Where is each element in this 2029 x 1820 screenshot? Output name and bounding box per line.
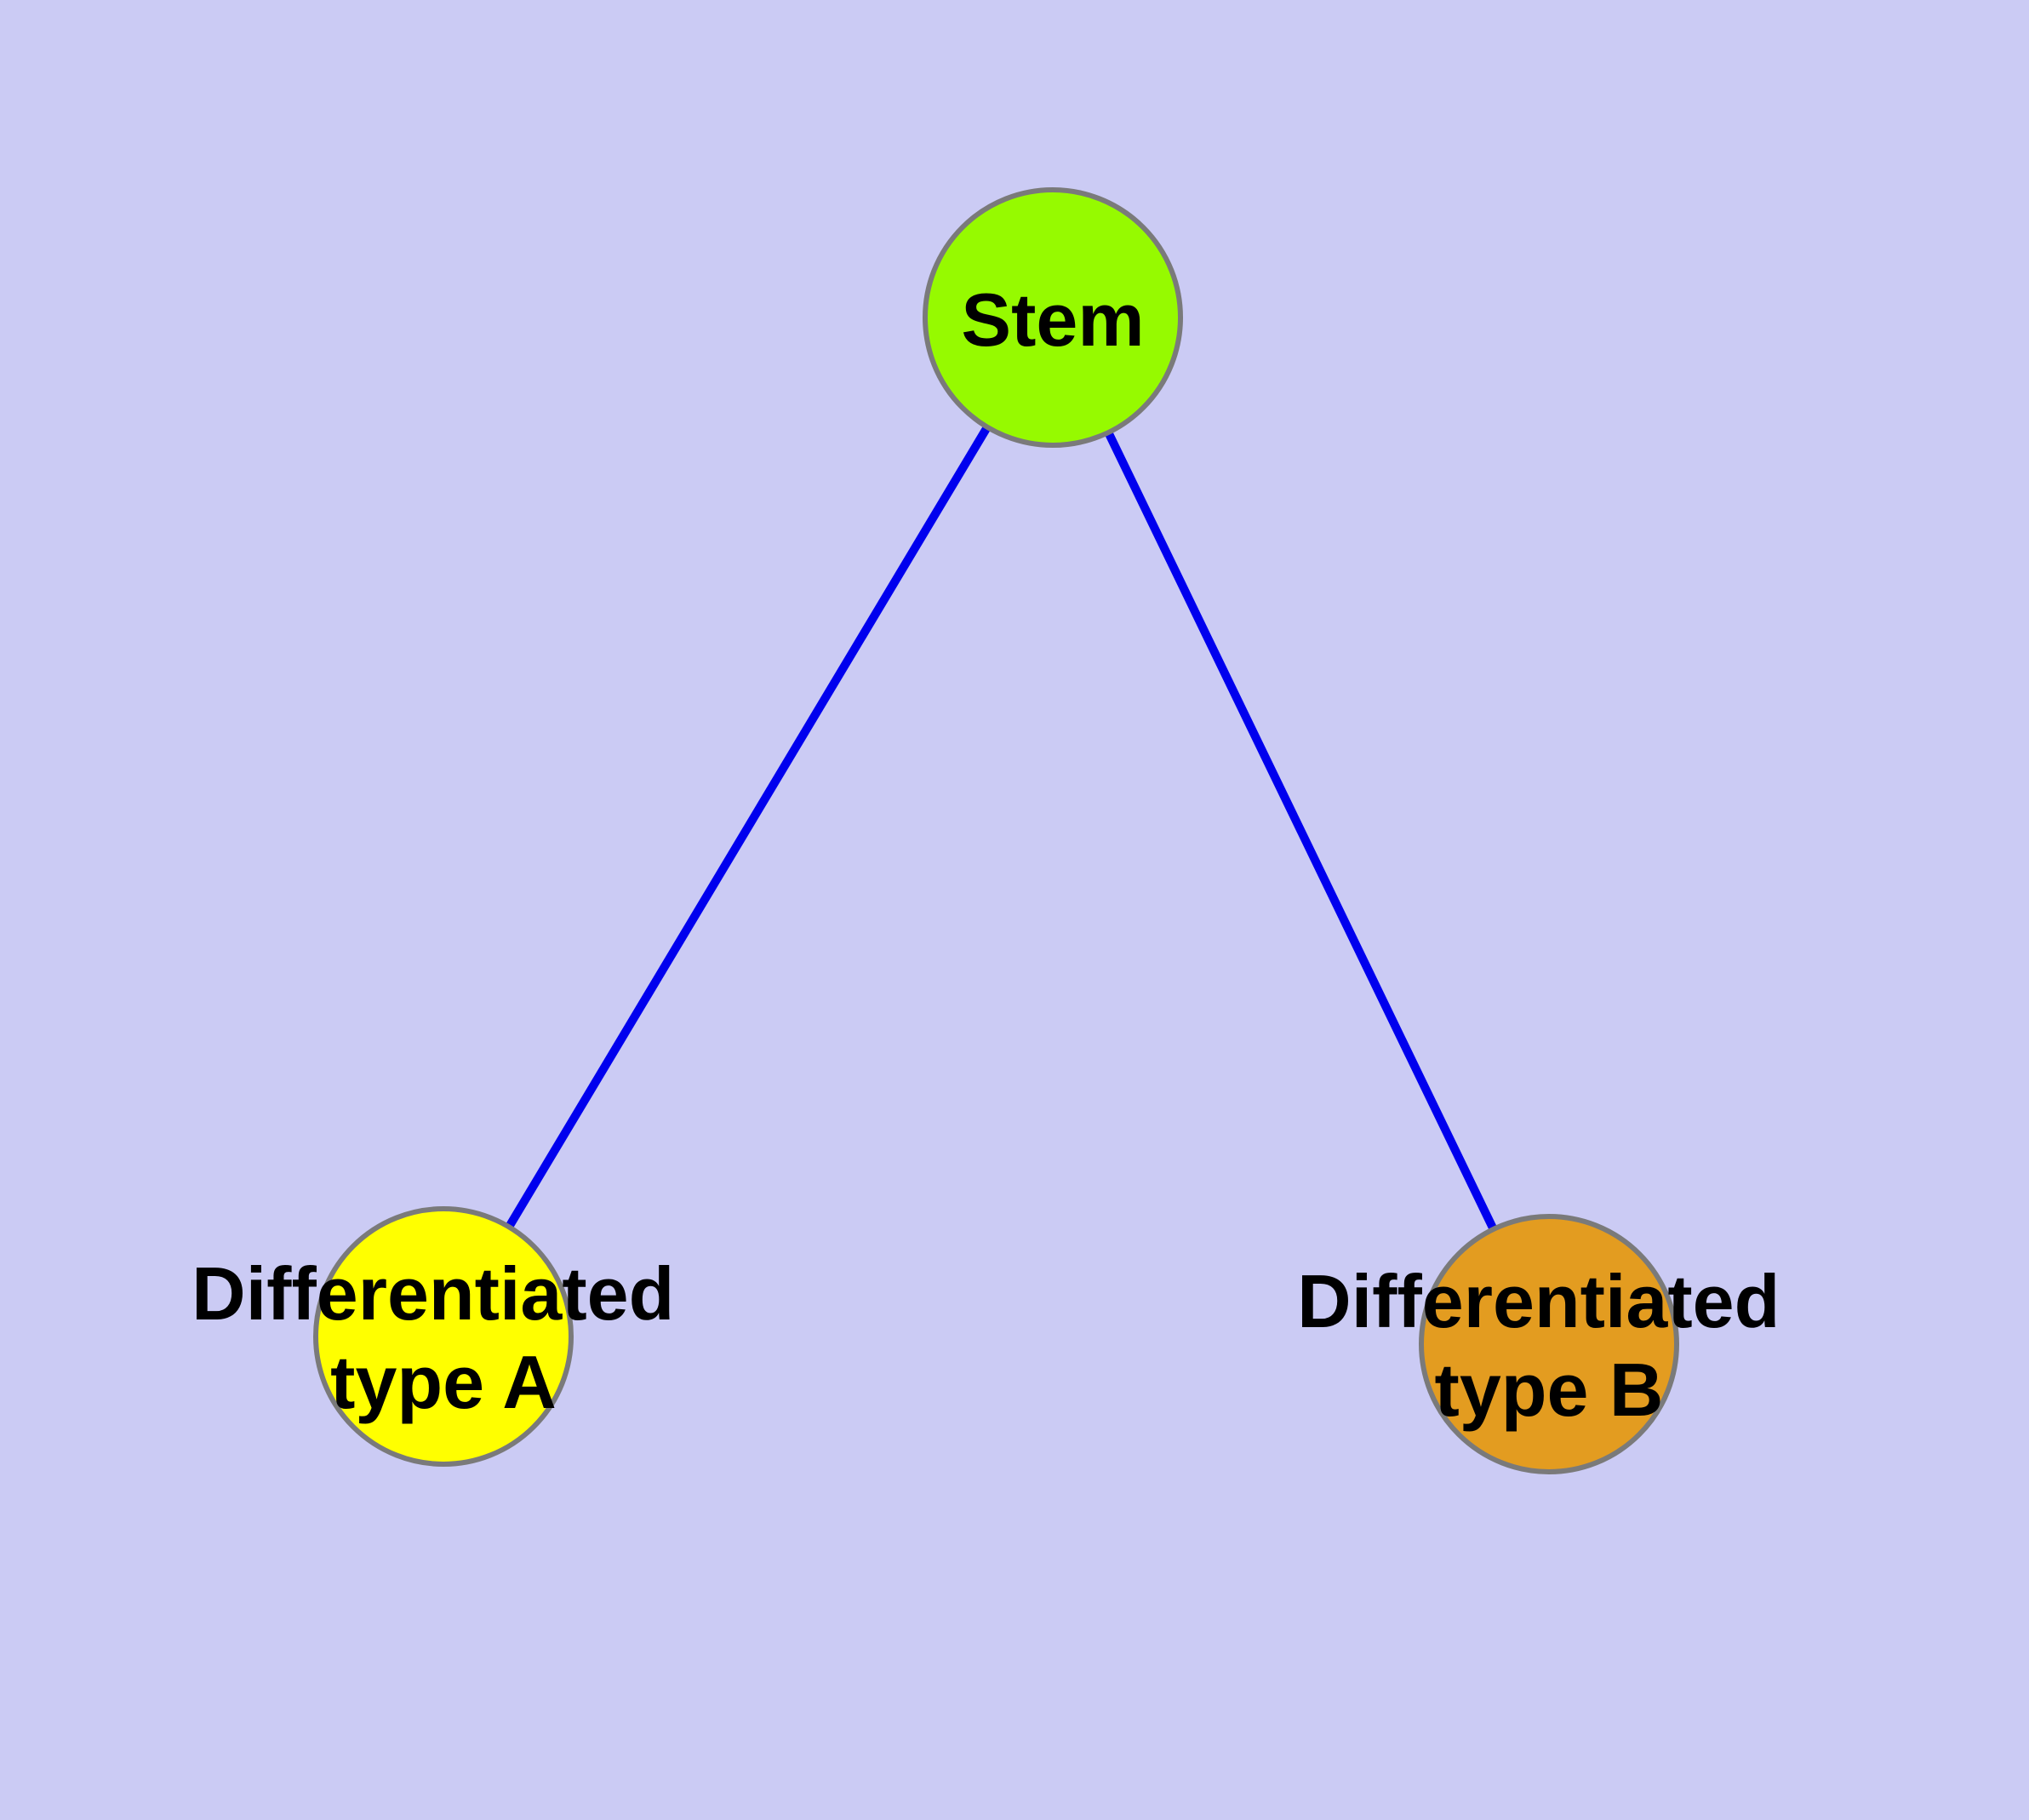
stem-node-circle — [923, 187, 1183, 448]
type-a-node-label: Differentiated type A — [191, 1251, 695, 1424]
node-layer: Stem Differentiated type A Differentiate… — [191, 187, 1801, 1474]
type-a-label-line-2: type A — [330, 1340, 557, 1424]
stem-node-label: Stem — [961, 278, 1144, 362]
type-b-label-line-2: type B — [1435, 1348, 1664, 1432]
type-a-label-line-1: Differentiated — [191, 1251, 674, 1336]
edge-layer — [439, 315, 1553, 1347]
edge-stem-to-typeB — [1049, 315, 1553, 1347]
type-b-node-circle — [1419, 1214, 1679, 1474]
node-differentiated-type-b: Differentiated type B — [1297, 1214, 1801, 1474]
type-b-label-line-1: Differentiated — [1297, 1259, 1780, 1343]
node-differentiated-type-a: Differentiated type A — [191, 1206, 695, 1467]
type-b-node-label: Differentiated type B — [1297, 1259, 1801, 1432]
node-stem: Stem — [923, 187, 1183, 448]
edge-stem-to-typeA — [439, 315, 1057, 1339]
type-a-node-circle — [313, 1206, 574, 1467]
